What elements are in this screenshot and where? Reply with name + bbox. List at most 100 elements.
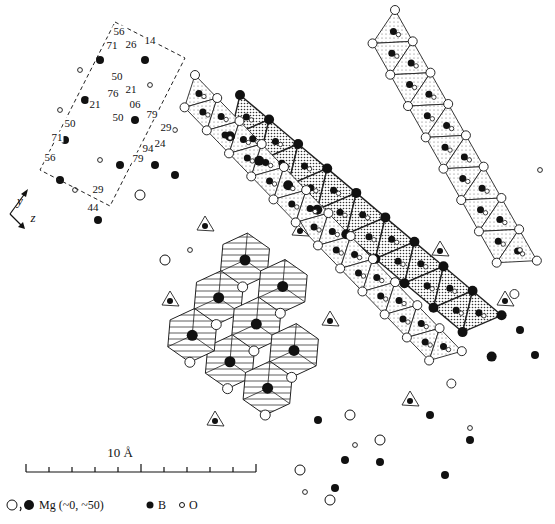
mg-atom bbox=[435, 324, 444, 333]
axis-label: z bbox=[29, 211, 36, 224]
b-atom bbox=[301, 162, 308, 169]
o-atom bbox=[453, 289, 457, 293]
polyhedron bbox=[479, 198, 519, 231]
polyhedron bbox=[429, 328, 462, 360]
mg-atom bbox=[116, 161, 124, 169]
b-atom bbox=[496, 216, 503, 223]
mg-atom bbox=[399, 278, 409, 288]
mg-atom bbox=[497, 310, 507, 320]
o-atom bbox=[380, 278, 384, 282]
coordinate-number: 21 bbox=[89, 99, 102, 110]
mg-atom bbox=[438, 261, 448, 271]
b-atom bbox=[199, 108, 206, 115]
octahedra-cluster bbox=[168, 233, 319, 415]
o-atom bbox=[518, 248, 523, 253]
o-atom bbox=[228, 136, 232, 140]
coordinate-number: 29 bbox=[92, 184, 105, 195]
mg-atom bbox=[302, 186, 311, 195]
o-atom bbox=[98, 158, 103, 163]
mg-atom bbox=[457, 347, 466, 356]
polyhedron bbox=[373, 10, 413, 43]
o-atom bbox=[260, 410, 270, 420]
mg-atom bbox=[262, 383, 273, 394]
mg-atom bbox=[346, 232, 355, 241]
axis-label: y bbox=[16, 194, 24, 207]
b-atom bbox=[244, 154, 251, 161]
mg-atom bbox=[269, 195, 278, 204]
o-atom bbox=[483, 211, 487, 215]
coordinate-number: 56 bbox=[113, 26, 126, 37]
b-atom bbox=[202, 223, 208, 229]
b-atom bbox=[240, 136, 247, 143]
mg-atom bbox=[375, 435, 385, 445]
coordinate-number: 56 bbox=[44, 152, 57, 163]
mg-atom bbox=[479, 162, 488, 171]
mg-atom bbox=[277, 281, 288, 292]
b-atom bbox=[390, 28, 397, 35]
mg-atom bbox=[474, 227, 483, 236]
b-atom bbox=[399, 316, 406, 323]
mg-atom bbox=[468, 286, 478, 296]
o-atom bbox=[211, 320, 221, 330]
coordinate-number: 29 bbox=[160, 122, 173, 133]
o-atom bbox=[468, 426, 473, 431]
mg-atom bbox=[461, 131, 470, 140]
coordinate-number: 79 bbox=[132, 153, 145, 164]
b-atom bbox=[453, 307, 460, 314]
mg-atom bbox=[56, 176, 64, 184]
o-atom bbox=[467, 158, 471, 162]
mg-atom bbox=[235, 90, 245, 100]
o-atom bbox=[365, 216, 369, 220]
o-atom bbox=[449, 126, 453, 130]
o-atom bbox=[396, 32, 400, 36]
mg-atom bbox=[279, 163, 288, 172]
o-atom bbox=[424, 265, 428, 269]
coordinate-number: 71 bbox=[51, 132, 64, 143]
legend-text: Mg (~0, ~50) bbox=[39, 499, 104, 511]
mg-atom bbox=[224, 356, 235, 367]
mg-atom bbox=[487, 352, 497, 362]
scale-tick bbox=[232, 467, 233, 472]
legend-symbols bbox=[7, 500, 185, 511]
scale-tick bbox=[117, 467, 118, 472]
b-atom bbox=[341, 456, 349, 464]
mg-atom bbox=[444, 99, 453, 108]
b-atom bbox=[171, 171, 179, 179]
polyhedron bbox=[444, 135, 484, 168]
mg-atom bbox=[160, 255, 170, 265]
b-atom bbox=[395, 258, 402, 265]
o-atom bbox=[466, 179, 470, 183]
mg-atom bbox=[429, 303, 439, 313]
mg-atom bbox=[191, 71, 200, 80]
mg-atom bbox=[413, 301, 422, 310]
b-atom bbox=[437, 248, 443, 254]
o-atom bbox=[268, 163, 272, 167]
o-atom bbox=[202, 94, 206, 98]
o-atom bbox=[58, 108, 63, 113]
scale-tick bbox=[163, 467, 164, 472]
b-atom bbox=[459, 175, 466, 182]
o-atom bbox=[303, 490, 308, 495]
b-atom bbox=[151, 161, 159, 169]
o-atom bbox=[224, 117, 228, 121]
scale-tick bbox=[140, 464, 141, 472]
legend-text: B bbox=[158, 499, 166, 511]
mg-atom bbox=[510, 290, 519, 299]
mg-atom bbox=[458, 327, 468, 337]
o-atom bbox=[357, 255, 361, 259]
o-atom bbox=[430, 287, 434, 291]
polyhedron bbox=[408, 73, 448, 106]
b-atom bbox=[442, 144, 449, 151]
mg-atom bbox=[402, 333, 411, 342]
o-atom bbox=[314, 189, 318, 193]
o-atom bbox=[372, 238, 376, 242]
scale-tick bbox=[209, 467, 210, 472]
coordinate-number: 76 bbox=[107, 88, 120, 99]
mg-atom bbox=[202, 126, 211, 135]
b-atom bbox=[262, 159, 269, 166]
scale-bar bbox=[26, 464, 256, 472]
b-atom bbox=[331, 484, 339, 492]
o-atom bbox=[353, 443, 358, 448]
b-atom bbox=[222, 131, 229, 138]
